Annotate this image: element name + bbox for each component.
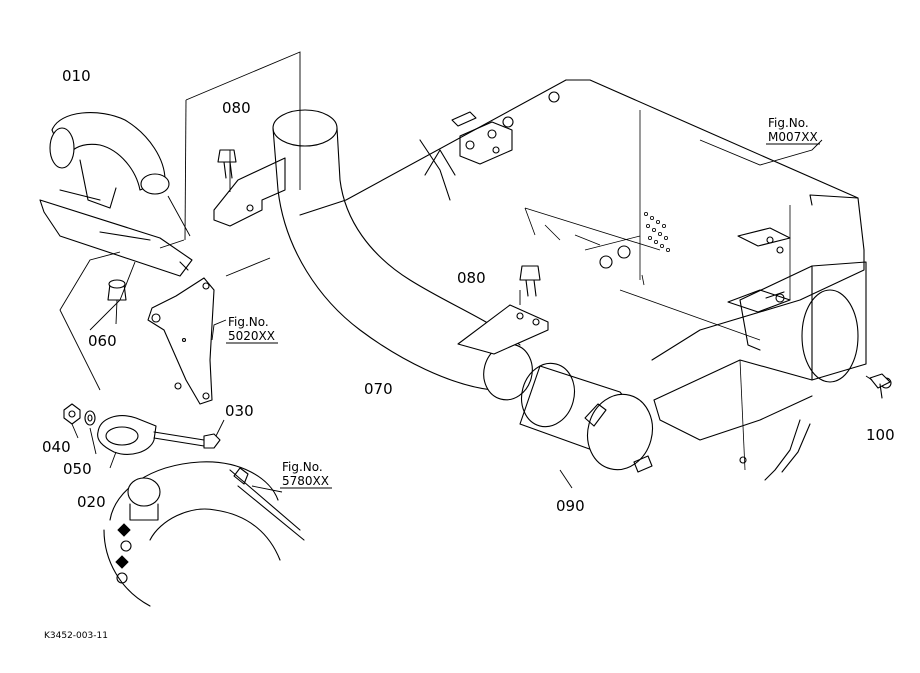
drawing-number: K3452-003-11	[44, 631, 108, 641]
part-callouts: 010 080 060 080 070 030 040 050 020 090 …	[42, 67, 895, 515]
callout-020: 020	[77, 493, 106, 511]
bolt-060	[107, 279, 127, 301]
reference-lines	[59, 51, 521, 391]
callout-100: 100	[866, 426, 895, 444]
muffler-090	[519, 362, 653, 473]
callout-050: 050	[63, 460, 92, 478]
callout-080-top: 080	[222, 99, 251, 117]
clamp-020	[97, 415, 157, 455]
bolt-100	[869, 373, 891, 399]
washer-050	[84, 410, 96, 426]
figref-m007-label: Fig.No.	[768, 116, 809, 130]
callout-030: 030	[225, 402, 254, 420]
callout-010: 010	[62, 67, 91, 85]
callout-070: 070	[364, 380, 393, 398]
figref-m007-code: M007XX	[768, 130, 818, 144]
callout-080-mid: 080	[457, 269, 486, 287]
engine-housing-5780xx	[103, 461, 305, 607]
engine-cover-frame	[299, 79, 892, 481]
bracket-5020xx	[147, 277, 215, 405]
callout-090: 090	[556, 497, 585, 515]
callout-040: 040	[42, 438, 71, 456]
bolt-080-top	[217, 149, 237, 179]
bolt-030	[153, 431, 221, 449]
nut-040	[63, 403, 81, 425]
figref-5020-label: Fig.No.	[228, 315, 269, 329]
callout-060: 060	[88, 332, 117, 350]
vent-holes	[644, 211, 671, 252]
figref-5780-code: 5780XX	[282, 474, 329, 488]
exhaust-pipe-070	[213, 109, 549, 401]
figref-5020-code: 5020XX	[228, 329, 275, 343]
elbow-pipe-010	[39, 112, 193, 277]
callout-leaders	[71, 139, 873, 493]
figure-references: Fig.No. M007XX Fig.No. 5020XX Fig.No. 57…	[226, 116, 820, 489]
figref-5780-label: Fig.No.	[282, 460, 323, 474]
bolt-080-mid	[519, 265, 541, 297]
